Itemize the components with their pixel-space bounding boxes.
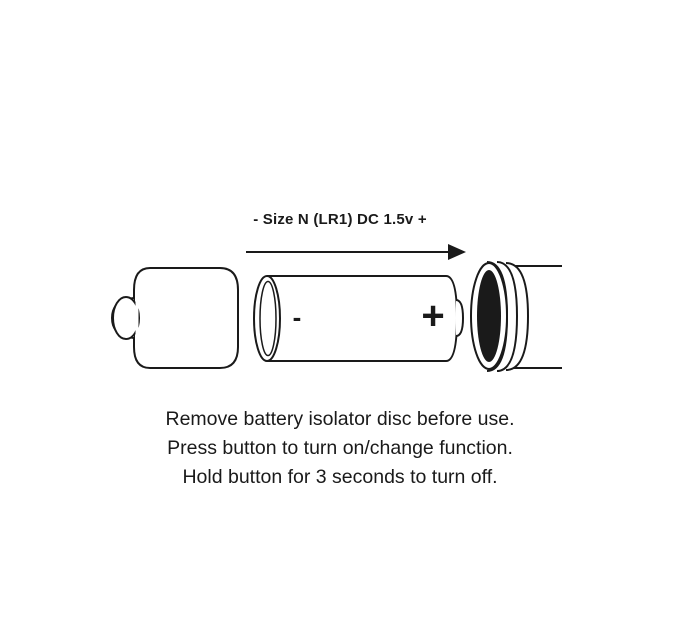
battery-positive-symbol: + <box>421 294 444 338</box>
instruction-line: Hold button for 3 seconds to turn off. <box>182 466 498 488</box>
insertion-direction-arrow <box>246 244 466 260</box>
instructions-text: Remove battery isolator disc before use.… <box>40 405 640 492</box>
device-body <box>470 261 562 372</box>
instruction-line: Press button to turn on/change function. <box>167 437 513 459</box>
end-cap <box>110 267 239 369</box>
battery-negative-symbol: - <box>293 302 302 332</box>
battery-size-label: - Size N (LR1) DC 1.5v + <box>253 211 427 228</box>
battery: - + <box>253 275 465 362</box>
instruction-line: Remove battery isolator disc before use. <box>165 408 515 430</box>
